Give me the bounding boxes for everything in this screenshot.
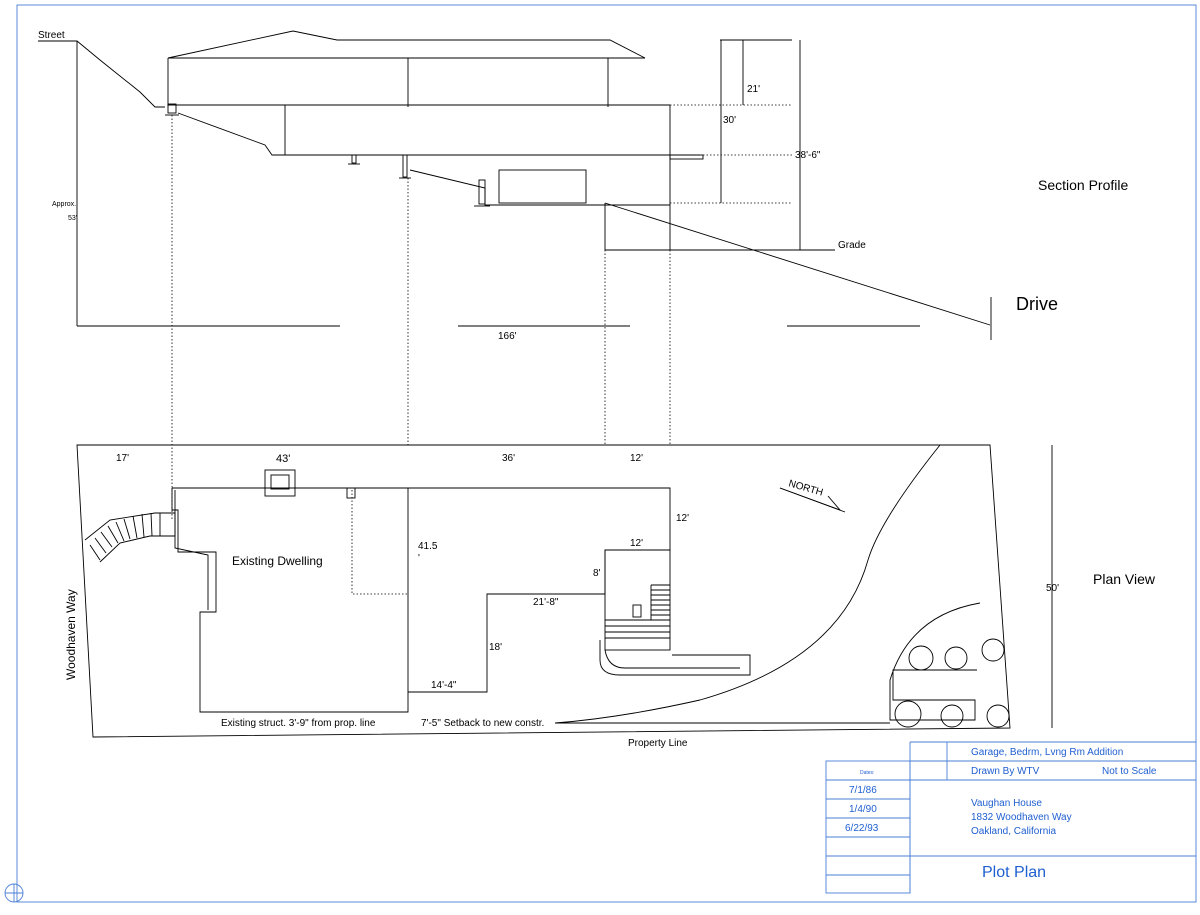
garage-slab <box>409 169 670 206</box>
dim-38-6: 38'-6" <box>795 150 821 161</box>
tb-dates-box <box>825 760 911 894</box>
planter-wall <box>889 602 981 721</box>
dim-50: 50' <box>1046 583 1059 594</box>
projection-lines <box>171 115 671 520</box>
old-wall-dotted <box>351 490 408 595</box>
plan-view: NORTH 17' 43' 36' 12' 12' 12' 41.5 ' 8' … <box>64 444 1156 749</box>
tb-sheet-title: Plot Plan <box>982 864 1046 881</box>
dim-14-4: 14'-4" <box>431 680 457 691</box>
deck-edge <box>669 154 704 160</box>
dim-12-right: 12' <box>676 513 689 524</box>
roof-outline <box>167 30 646 59</box>
footing-3 <box>402 154 408 178</box>
dim-12-top: 12' <box>630 453 643 464</box>
chimney-outer <box>264 469 296 497</box>
deck-post <box>632 604 642 618</box>
approx-dim: 53' <box>68 215 77 222</box>
tree-1-icon <box>908 645 934 671</box>
street-slope <box>38 40 165 108</box>
stair-tread-7 <box>132 515 138 539</box>
walkway-outline <box>599 640 751 676</box>
existing-dwelling-label: Existing Dwelling <box>232 554 323 568</box>
footing-2 <box>351 154 357 164</box>
plan-view-title: Plan View <box>1093 571 1156 587</box>
title-block: Garage, Bedrm, Lvng Rm Addition Drawn By… <box>825 741 1196 894</box>
existing-struct-note: Existing struct. 3'-9" from prop. line <box>221 718 376 729</box>
curved-driveway <box>554 444 941 724</box>
drive-slope <box>604 202 991 326</box>
dim-12-inner: 12' <box>630 538 643 549</box>
tree-5-icon <box>940 704 964 728</box>
entry-stair-outline <box>84 512 176 563</box>
tb-city: Oakland, California <box>971 826 1056 837</box>
dim-166: 166' <box>498 331 517 342</box>
dim-18: 18' <box>489 642 502 653</box>
chimney-inner <box>270 474 290 490</box>
tb-date-2: 1/4/90 <box>849 804 877 815</box>
existing-dwelling-outline <box>171 487 671 713</box>
stair-tread-6 <box>123 518 131 540</box>
dwelling-inner-wall <box>174 490 209 610</box>
property-line-label: Property Line <box>628 738 688 749</box>
grade-label: Grade <box>838 240 866 251</box>
tree-2-icon <box>944 646 968 670</box>
tb-drawn-by: Drawn By WTV <box>971 766 1040 777</box>
approx-label: Approx. <box>52 201 76 208</box>
street-label: Street <box>38 30 65 41</box>
drive-label: Drive <box>1016 294 1058 314</box>
dim-8: 8' <box>593 568 601 579</box>
woodhaven-way-label: Woodhaven Way <box>64 589 78 680</box>
property-boundary <box>76 444 1011 738</box>
wall-notch <box>346 487 356 499</box>
tb-owner: Vaughan House <box>971 798 1042 809</box>
footing-1 <box>167 103 177 114</box>
north-label: NORTH <box>787 478 824 498</box>
section-profile: Street Approx. 53' 21' 30' 38'-6" Grade … <box>38 30 1128 342</box>
north-arrow-shaft <box>779 487 846 513</box>
tree-6-icon <box>986 704 1010 728</box>
garage-car-outline <box>498 169 587 204</box>
walkway-inner <box>604 649 740 669</box>
underside-slope <box>177 112 700 156</box>
stair-tread-2 <box>94 537 107 554</box>
stair-tread-9 <box>150 512 153 537</box>
dim-30: 30' <box>723 115 736 126</box>
tb-date-3: 6/22/93 <box>845 823 879 834</box>
footing-4 <box>478 179 486 205</box>
sheet-border <box>16 4 1197 903</box>
entry-stair <box>84 512 176 563</box>
tb-scale: Not to Scale <box>1102 766 1157 777</box>
section-profile-title: Section Profile <box>1038 177 1128 193</box>
tb-project: Garage, Bedrm, Lvng Rm Addition <box>971 747 1123 758</box>
rear-deck-stair <box>599 549 751 676</box>
stair-tread-3 <box>100 531 113 548</box>
setback-note: 7'-5" Setback to new constr. <box>421 718 544 729</box>
tree-3-icon <box>981 638 1005 662</box>
dim-41-5-tick: ' <box>418 553 420 564</box>
tb-dates-header: Dates: <box>860 770 874 776</box>
tree-4-icon <box>894 700 922 728</box>
stair-tread-5 <box>115 521 125 542</box>
dim-21-8: 21'-8" <box>533 597 559 608</box>
stair-tread-4 <box>107 525 119 544</box>
dim-17: 17' <box>116 453 129 464</box>
tb-address: 1832 Woodhaven Way <box>971 812 1072 823</box>
tb-date-1: 7/1/86 <box>849 785 877 796</box>
dim-43: 43' <box>276 453 290 465</box>
dim-36: 36' <box>502 453 515 464</box>
dim-21: 21' <box>747 84 760 95</box>
dim-41-5: 41.5 <box>418 541 438 552</box>
stair-tread-1 <box>89 544 101 561</box>
stair-tread-8 <box>141 513 145 538</box>
